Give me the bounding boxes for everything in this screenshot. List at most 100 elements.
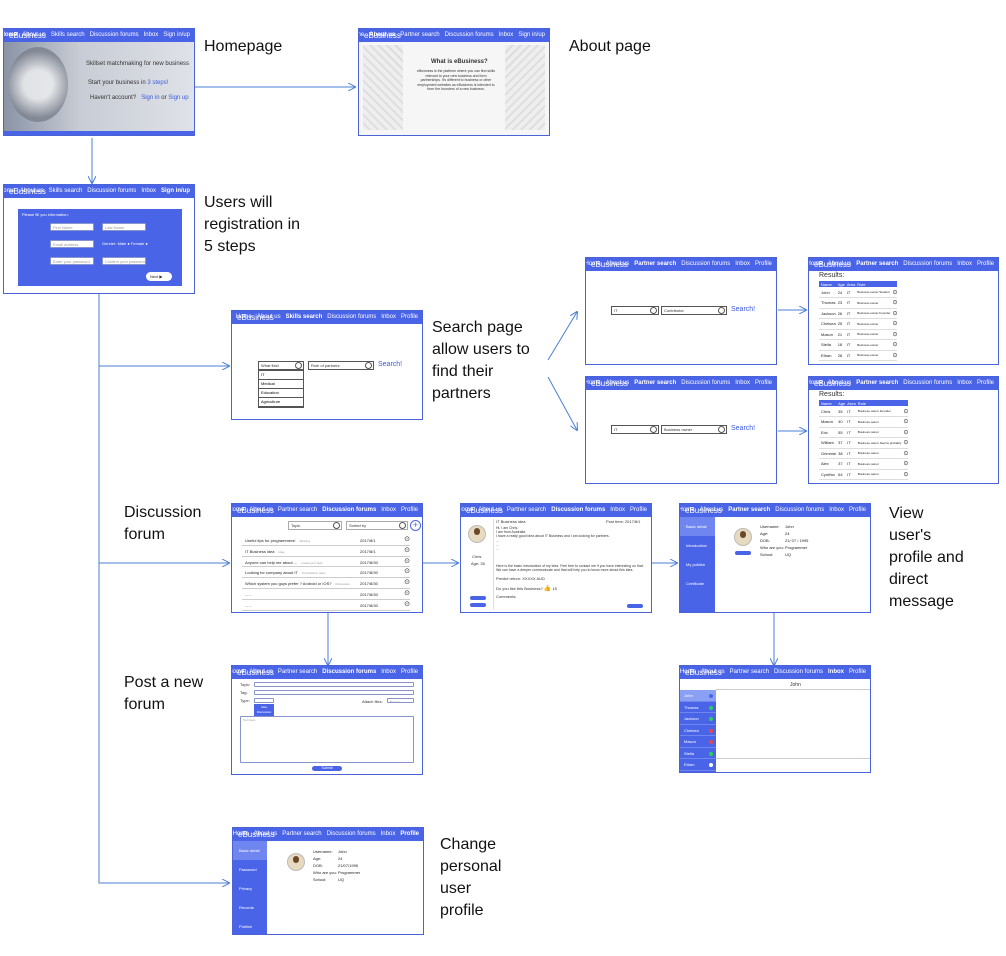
nav-item[interactable]: Inbox — [380, 831, 396, 837]
nav-item[interactable]: Home — [232, 831, 249, 837]
nav-item[interactable]: Home — [585, 261, 601, 267]
option-item[interactable]: Education — [259, 389, 303, 398]
nav-item[interactable]: Profile — [848, 669, 866, 675]
nav-item[interactable]: About us — [605, 380, 630, 386]
type-select[interactable] — [254, 698, 274, 703]
chevron-right-icon[interactable]: ⊙ — [901, 416, 909, 428]
confirm-password-field[interactable]: Confirm your password — [102, 257, 146, 265]
field-dropdown[interactable]: IT — [611, 425, 659, 434]
nav-item[interactable]: Inbox — [957, 261, 972, 267]
sort-dropdown[interactable]: Sorted by — [346, 521, 408, 530]
topic-input[interactable] — [254, 682, 414, 687]
nav-item[interactable]: Discussion forums — [87, 188, 137, 194]
chevron-right-icon[interactable]: ⊙ — [901, 437, 909, 449]
nav-item[interactable]: Home — [679, 669, 696, 675]
nav-item[interactable]: Profile — [976, 261, 994, 267]
nav-item[interactable]: Profile — [976, 380, 994, 386]
nav-item[interactable]: Home — [461, 507, 474, 513]
chevron-right-icon[interactable]: ⊙ — [901, 427, 909, 438]
nav-item[interactable]: Profile — [754, 261, 772, 267]
nav-item[interactable]: Sign in/up — [518, 32, 545, 38]
contact-item[interactable]: Thomas — [680, 702, 716, 713]
nav-item[interactable]: Partner search — [277, 507, 318, 513]
nav-item[interactable]: Home — [359, 32, 365, 38]
last-name-field[interactable]: Last Name — [102, 223, 146, 231]
nav-item[interactable]: About us — [249, 507, 273, 513]
nav-item[interactable]: Partner search — [634, 261, 677, 267]
contact-button[interactable] — [470, 596, 486, 600]
submit-button[interactable]: Submit — [312, 766, 342, 771]
nav-item[interactable]: Partner search — [728, 507, 771, 513]
message-button[interactable] — [735, 551, 751, 555]
add-post-icon[interactable]: + — [410, 520, 421, 531]
nav-item[interactable]: Profile — [629, 507, 647, 513]
nav-item[interactable]: About us — [369, 32, 396, 38]
chevron-right-icon[interactable]: ⊙ — [404, 600, 410, 608]
field-dropdown[interactable]: IT — [611, 306, 659, 315]
nav-item[interactable]: Inbox — [381, 669, 396, 675]
nav-item[interactable]: About us — [699, 507, 724, 513]
option-item[interactable]: Idea — [261, 704, 267, 709]
chevron-right-icon[interactable]: ⊙ — [404, 557, 410, 565]
sidebar-item[interactable]: Privacy — [239, 886, 253, 891]
search-button[interactable]: Search! — [731, 425, 756, 432]
nav-item[interactable]: Discussion forums — [444, 32, 494, 38]
follow-button[interactable] — [470, 603, 486, 607]
chevron-right-icon[interactable]: ⊙ — [404, 546, 410, 554]
nav-item[interactable]: Skills search — [48, 188, 83, 194]
contact-item[interactable]: John — [680, 690, 716, 702]
role-dropdown[interactable]: Business owner — [661, 425, 727, 434]
chevron-right-icon[interactable]: ⊙ — [404, 568, 410, 576]
option-item[interactable]: Discussion — [256, 709, 272, 714]
nav-item[interactable]: Partner search — [400, 32, 440, 38]
nav-item[interactable]: Inbox — [827, 669, 844, 675]
nav-item[interactable]: Partner search — [282, 831, 322, 837]
chevron-right-icon[interactable]: ⊙ — [890, 297, 898, 309]
nav-item[interactable]: About us — [253, 831, 278, 837]
option-item[interactable]: Medical — [259, 380, 303, 389]
nav-item[interactable]: Home — [4, 32, 18, 38]
contact-item[interactable]: Stella — [680, 748, 716, 759]
chevron-right-icon[interactable]: ⊙ — [901, 458, 909, 470]
nav-item[interactable]: About us — [249, 669, 273, 675]
nav-item[interactable]: Inbox — [610, 507, 625, 513]
forum-row[interactable]: ......2017/8/30⊙ — [242, 589, 410, 600]
nav-item[interactable]: Discussion forums — [326, 831, 376, 837]
nav-item[interactable]: Inbox — [498, 32, 514, 38]
chevron-right-icon[interactable]: ⊙ — [901, 406, 909, 417]
reply-button[interactable] — [627, 604, 643, 608]
role-dropdown[interactable]: Contributor — [661, 306, 727, 315]
nav-item[interactable]: About us — [827, 380, 852, 386]
nav-item[interactable]: About us — [827, 261, 852, 267]
message-input[interactable] — [716, 758, 870, 772]
nav-item[interactable]: Discussion forums — [681, 261, 731, 267]
nav-item[interactable]: About us — [22, 32, 46, 38]
chevron-right-icon[interactable]: ⊙ — [890, 339, 898, 351]
chevron-right-icon[interactable]: ⊙ — [890, 308, 898, 319]
nav-item[interactable]: Inbox — [141, 188, 156, 194]
signup-link[interactable]: Sign up — [168, 95, 189, 101]
forum-row[interactable]: ......2017/8/30⊙ — [242, 600, 410, 611]
option-item[interactable]: Agriculture — [259, 398, 303, 407]
nav-item[interactable]: Discussion forums — [89, 32, 139, 38]
password-field[interactable]: Enter your password — [50, 257, 94, 265]
nav-item[interactable]: Inbox — [381, 507, 396, 513]
email-field[interactable]: Email address — [50, 240, 94, 248]
nav-item[interactable]: About us — [478, 507, 502, 513]
nav-item[interactable]: Profile — [400, 831, 419, 837]
nav-item[interactable]: Inbox — [143, 32, 159, 38]
nav-item[interactable]: Home — [585, 380, 601, 386]
nav-item[interactable]: About us — [19, 188, 44, 194]
nav-item[interactable]: Discussion forums — [322, 669, 377, 675]
field-dropdown[interactable]: What field — [258, 361, 304, 370]
